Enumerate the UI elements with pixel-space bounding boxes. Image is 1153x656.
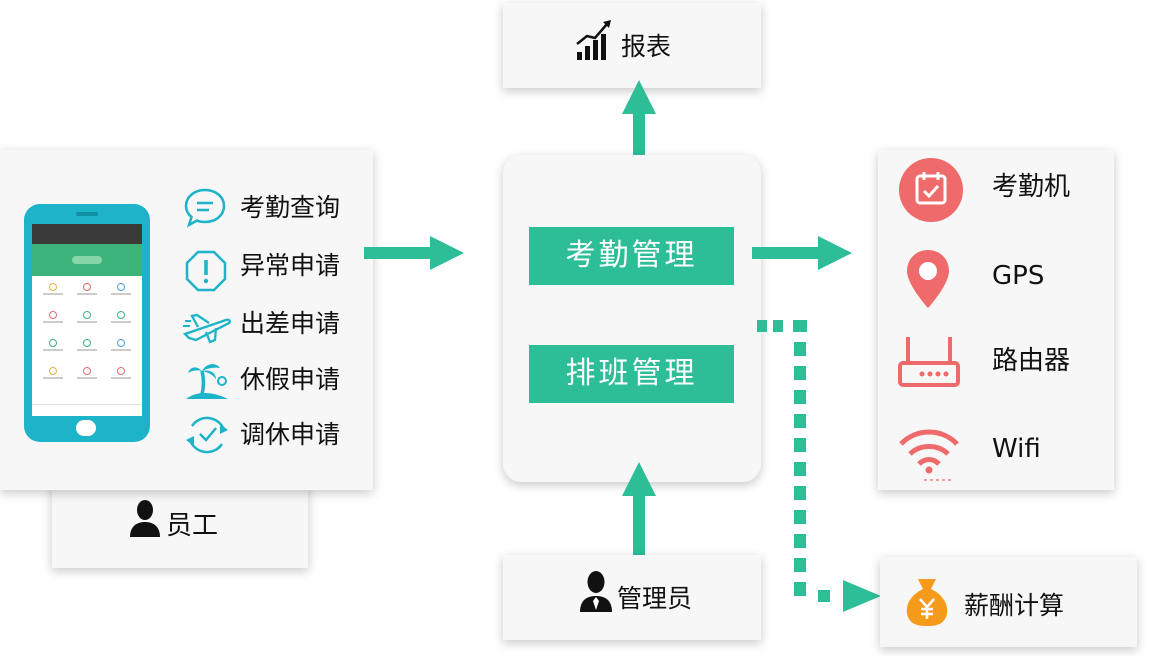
menu-label-exception-request: 异常申请 (240, 251, 341, 280)
report-card (503, 3, 761, 88)
wifi-icon (899, 429, 959, 481)
palm-tree-icon (186, 364, 228, 399)
employee-label-card (52, 484, 308, 568)
attendance-management-button[interactable]: 考勤管理 (529, 227, 734, 285)
phone-grid-cell (104, 364, 138, 390)
menu-label-attendance-query: 考勤查询 (240, 193, 341, 222)
phone-grid-cell (36, 336, 70, 362)
phone-grid-cell (104, 280, 138, 306)
airplane-icon (182, 313, 231, 344)
phone-grid-cell (36, 308, 70, 334)
phone-grid-cell (70, 364, 104, 390)
phone-grid-cell (104, 336, 138, 362)
phone-grid-cell (70, 336, 104, 362)
device-label-wifi: Wifi (992, 434, 1041, 464)
arrow-admin-to-core (622, 462, 656, 562)
menu-label-compensatory-leave-request: 调休申请 (240, 420, 341, 449)
phone-home-button (76, 420, 96, 436)
admin-label: 管理员 (617, 584, 693, 613)
menu-label-business-trip-request: 出差申请 (240, 309, 341, 338)
phone-grid-cell (36, 364, 70, 390)
clock-cycle-icon (186, 416, 228, 454)
schedule-management-button[interactable]: 排班管理 (529, 345, 734, 403)
phone-status-bar (32, 224, 142, 244)
admin-card (503, 555, 761, 640)
arrow-core-to-devices (752, 236, 852, 270)
calendar-check-icon (899, 158, 963, 222)
phone-tab-bar (32, 404, 142, 416)
phone-clock-in-button (72, 256, 102, 264)
admin-person-icon (580, 571, 612, 612)
router-icon (898, 337, 960, 387)
phone-mockup (24, 204, 150, 442)
employee-label: 员工 (166, 511, 219, 541)
employee-person-icon (130, 500, 160, 537)
location-pin-icon (907, 250, 949, 308)
phone-grid-cell (104, 308, 138, 334)
phone-grid-cell (70, 280, 104, 306)
phone-camera (76, 212, 98, 216)
device-label-gps: GPS (992, 261, 1045, 291)
menu-label-leave-request: 休假申请 (240, 365, 341, 394)
money-bag-icon (906, 579, 948, 626)
phone-screen (32, 224, 142, 416)
chat-bubble-icon (184, 188, 226, 228)
phone-grid-cell (36, 280, 70, 306)
salary-label: 薪酬计算 (964, 591, 1065, 620)
alert-octagon-icon (185, 250, 227, 292)
report-label: 报表 (621, 32, 672, 61)
arrow-employee-to-core (364, 236, 464, 270)
dashed-arrow-core-to-salary (757, 320, 881, 612)
device-label-attendance-machine: 考勤机 (992, 172, 1071, 202)
device-label-router: 路由器 (992, 346, 1071, 376)
phone-grid-cell (70, 308, 104, 334)
bar-chart-icon (576, 20, 611, 60)
core-system-card (503, 155, 761, 482)
